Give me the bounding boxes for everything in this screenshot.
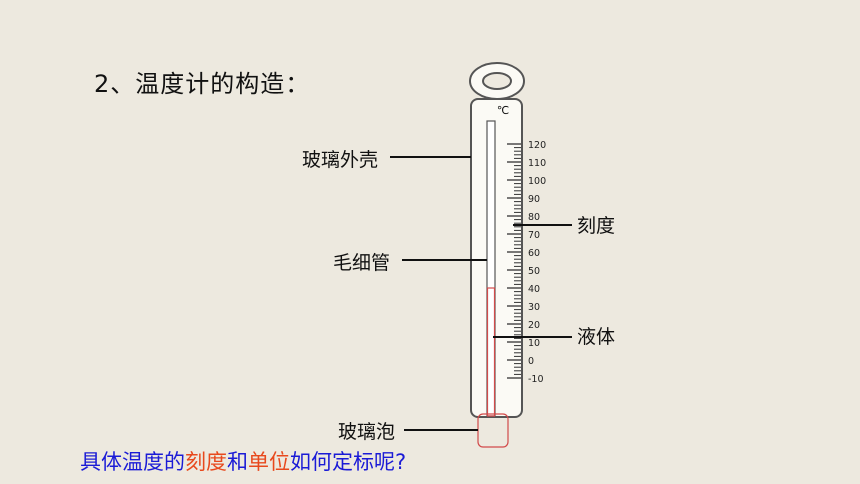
question-part-1: 具体温度的 <box>80 450 185 474</box>
scale-number: 30 <box>528 302 540 313</box>
slide-title: 2、温度计的构造： <box>94 70 311 98</box>
scale-number: 50 <box>528 266 540 277</box>
question-part-4: 单位 <box>248 450 290 474</box>
scale-number: 90 <box>528 194 540 205</box>
question-part-3: 和 <box>227 450 248 474</box>
scale-number: 10 <box>528 338 540 349</box>
glass-shell <box>470 98 523 418</box>
scale-number: 60 <box>528 248 540 259</box>
scale-number: 120 <box>528 140 546 151</box>
label-glass-shell: 玻璃外壳 <box>302 149 379 171</box>
hanging-ring-inner <box>482 72 512 90</box>
scale-number: -10 <box>528 374 544 385</box>
scale-number: 20 <box>528 320 540 331</box>
scale-number: 70 <box>528 230 540 241</box>
label-scale: 刻度 <box>577 215 616 237</box>
scale-number: 110 <box>528 158 546 169</box>
scale-number: 0 <box>528 356 534 367</box>
glass-bulb <box>477 413 509 448</box>
unit-label: ℃ <box>497 104 509 117</box>
label-glass-bulb: 玻璃泡 <box>338 421 396 443</box>
label-liquid: 液体 <box>577 326 616 348</box>
scale-number: 80 <box>528 212 540 223</box>
capillary-tube <box>486 120 496 417</box>
question-part-2: 刻度 <box>185 450 227 474</box>
scale-number: 100 <box>528 176 546 187</box>
question-text: 具体温度的刻度和单位如何定标呢? <box>80 446 406 476</box>
label-capillary: 毛细管 <box>333 252 391 274</box>
scale-ticks <box>507 143 521 379</box>
question-part-5: 如何定标呢? <box>290 450 407 474</box>
liquid-column <box>486 287 496 417</box>
scale-number: 40 <box>528 284 540 295</box>
